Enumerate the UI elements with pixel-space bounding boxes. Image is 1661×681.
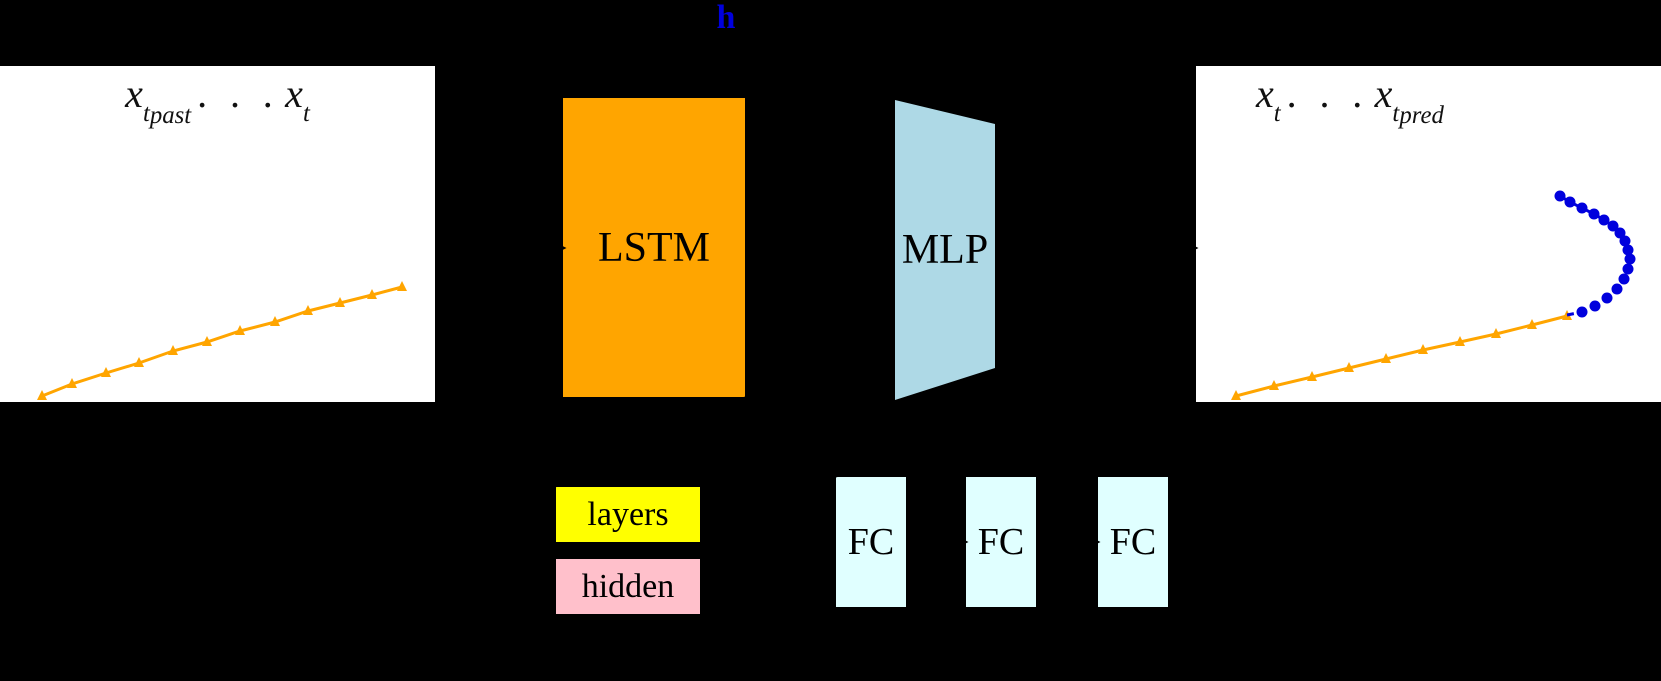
output-prediction-plot: xt. . .xtpred [1196, 66, 1661, 402]
lstm-expand-guide-left [555, 396, 564, 488]
fc-label-2: FC [977, 521, 1025, 563]
left-series-markers [37, 281, 407, 400]
right-predicted-series [1554, 190, 1636, 318]
right-observed-series [1231, 310, 1572, 400]
fc-label-1: FC [847, 521, 895, 563]
left-observed-series [37, 281, 407, 400]
right-predicted-markers [1554, 190, 1636, 318]
input-sequence-plot: xtpast. . .xt [0, 66, 435, 402]
lstm-label: LSTM [597, 224, 710, 271]
mlp-expand-guide-left [835, 403, 896, 478]
mlp-block[interactable]: MLP [891, 96, 999, 404]
mlp-trapezoid-shape [895, 100, 995, 400]
fc-block-3[interactable]: FC [1098, 477, 1168, 607]
legend-hidden-swatch: hidden [556, 559, 700, 614]
hidden-state-label: h [716, 0, 736, 36]
legend-hidden-label: hidden [581, 567, 675, 605]
fc-block-1[interactable]: FC [836, 477, 906, 607]
lstm-block[interactable]: LSTM [563, 98, 745, 397]
right-series-markers [1231, 310, 1572, 400]
legend-layers-swatch: layers [556, 487, 700, 542]
lstm-expand-guide-right [699, 396, 746, 488]
right-plot-svg [1231, 190, 1636, 400]
legend-layers-label: layers [587, 495, 669, 533]
mlp-expand-guide-right [996, 403, 1169, 478]
mlp-label: MLP [901, 227, 989, 273]
fc-label-3: FC [1109, 521, 1157, 563]
left-plot-svg [37, 281, 407, 400]
fc-block-2[interactable]: FC [966, 477, 1036, 607]
